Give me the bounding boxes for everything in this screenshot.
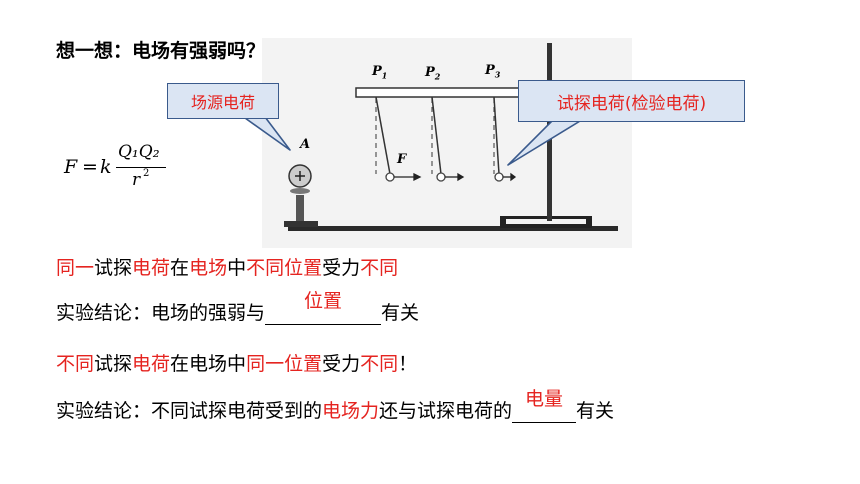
- observation-line-2: 不同试探电荷在电场中同一位置受力不同！: [56, 353, 418, 375]
- thread-p3: [493, 96, 500, 175]
- formula-equals: =: [82, 156, 98, 178]
- label-P2: P2: [425, 65, 441, 82]
- formula-exponent: 2: [143, 168, 150, 179]
- formula-k: k: [100, 156, 112, 178]
- table-line: [288, 226, 618, 231]
- label-P1: P1: [372, 64, 388, 81]
- label-P3: P3: [485, 63, 501, 80]
- formula-F: F: [64, 156, 78, 178]
- callout-source-charge: 场源电荷: [167, 83, 279, 119]
- label-F: F: [397, 152, 407, 167]
- thread-p2: [431, 96, 442, 175]
- thread-p1: [375, 96, 391, 175]
- coulomb-formula: F = k Q₁Q₂ r 2: [64, 142, 174, 198]
- observation-line-1: 同一试探电荷在电场中不同位置受力不同: [56, 257, 399, 279]
- formula-denominator: r: [132, 170, 141, 190]
- answer-blank-2: 电量: [512, 388, 577, 423]
- conclusion-line-2: 实验结论：不同试探电荷受到的电场力还与试探电荷的电量有关: [56, 388, 615, 423]
- label-A: A: [300, 137, 311, 152]
- callout-test-charge: 试探电荷(检验电荷): [518, 80, 745, 122]
- charge-stand: [296, 195, 304, 225]
- answer-blank-1: 位置: [265, 290, 382, 325]
- page-title: 想一想：电场有强弱吗？: [56, 40, 266, 62]
- conclusion-line-1: 实验结论：电场的强弱与位置有关: [56, 290, 420, 325]
- formula-numerator: Q₁Q₂: [118, 142, 160, 162]
- fraction-bar: [116, 167, 166, 169]
